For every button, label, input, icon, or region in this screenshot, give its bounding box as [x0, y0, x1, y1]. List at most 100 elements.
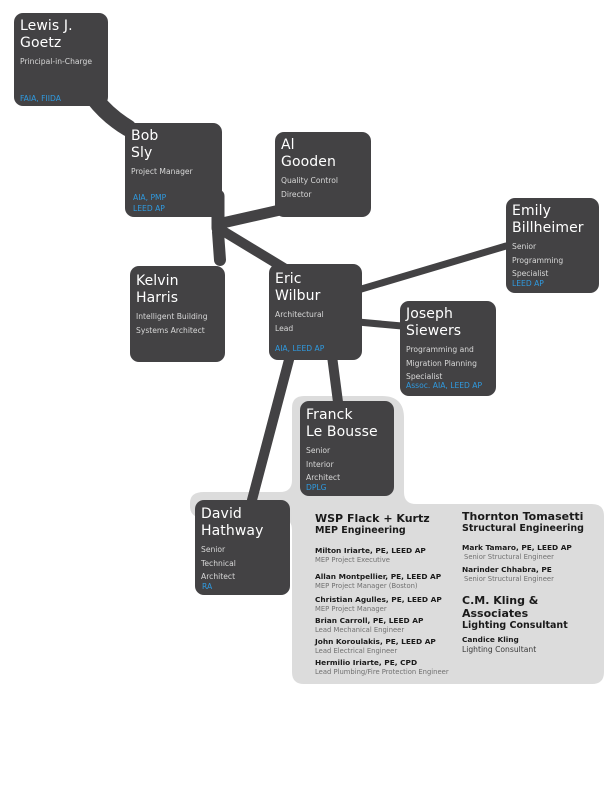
person-name: David: [201, 506, 242, 522]
firm-thornton-tomasetti: Thornton Tomasetti Structural Engineerin…: [462, 510, 600, 584]
person-credentials: LEED AP: [133, 204, 165, 213]
person-name: Billheimer: [512, 220, 584, 236]
member-entry: Milton Iriarte, PE, LEED AP MEP Project …: [315, 546, 460, 565]
person-name: Bob: [131, 128, 159, 144]
member-role: Lead Mechanical Engineer: [315, 626, 405, 634]
card-kelvin-harris: Kelvin Harris Intelligent Building Syste…: [130, 266, 225, 362]
person-role: Programming and: [406, 345, 474, 354]
person-credentials: FAIA, FIIDA: [20, 94, 61, 103]
person-name: Lewis J.: [20, 18, 73, 34]
member-name: John Koroulakis, PE, LEED AP: [315, 637, 436, 646]
connector-wilbur-lebousse: [327, 351, 343, 407]
member-name: Candice Kling: [462, 635, 519, 644]
firm-name: WSP Flack + Kurtz: [315, 512, 430, 525]
firm-specialty: MEP Engineering: [315, 525, 406, 536]
person-credentials: LEED AP: [512, 279, 544, 288]
person-name: Wilbur: [275, 288, 321, 304]
person-role: Systems Architect: [136, 325, 205, 335]
card-lewis-goetz: Lewis J. Goetz Principal-in-Charge FAIA,…: [14, 13, 108, 106]
firm-wsp-flack-kurtz: WSP Flack + Kurtz MEP Engineering Milton…: [315, 512, 460, 677]
member-entry: Allan Montpellier, PE, LEED AP MEP Proje…: [315, 572, 460, 591]
person-name: Emily: [512, 203, 552, 219]
person-name: Goetz: [20, 35, 62, 51]
person-credentials: RA: [202, 582, 213, 591]
connector-hub-gooden: [212, 204, 286, 230]
person-role: Architect: [306, 473, 341, 482]
person-role: Quality Control: [281, 176, 338, 185]
member-role: MEP Project Executive: [315, 556, 390, 564]
person-role: Architectural: [275, 310, 324, 319]
person-role: Principal-in-Charge: [20, 57, 93, 66]
person-role: Architect: [201, 572, 236, 581]
member-entry: Candice Kling Lighting Consultant: [462, 635, 602, 654]
firm-specialty: Lighting Consultant: [462, 620, 568, 631]
person-role: Director: [281, 189, 312, 199]
consultant-panel: [190, 396, 604, 684]
member-name: Hermilio Iriarte, PE, CPD: [315, 658, 418, 667]
connector-wilbur-siewers: [354, 318, 406, 330]
card-david-hathway: David Hathway Senior Technical Architect…: [195, 500, 290, 595]
firm-name: Thornton Tomasetti: [462, 510, 584, 523]
firm-cm-kling: C.M. Kling & Associates Lighting Consult…: [462, 594, 602, 654]
card-joseph-siewers: Joseph Siewers Programming and Migration…: [400, 301, 496, 396]
person-name: Le Bousse: [306, 424, 378, 440]
person-role: Intelligent Building: [136, 312, 208, 321]
member-role: Senior Structural Engineer: [464, 553, 554, 561]
member-entry: Christian Agulles, PE, LEED AP MEP Proje…: [315, 595, 460, 614]
person-role: Interior: [306, 459, 334, 469]
person-role: Programming: [512, 255, 564, 265]
card-al-gooden: Al Gooden Quality Control Director: [275, 132, 371, 217]
card-eric-wilbur: Eric Wilbur Architectural Lead AIA, LEED…: [269, 264, 362, 360]
member-name: Brian Carroll, PE, LEED AP: [315, 616, 424, 625]
person-name: Al: [281, 137, 295, 153]
person-name: Siewers: [406, 323, 462, 339]
connector-wilbur-hathway: [247, 351, 295, 505]
person-name: Gooden: [281, 154, 336, 170]
member-entry: John Koroulakis, PE, LEED AP Lead Electr…: [315, 637, 460, 656]
member-role: MEP Project Manager: [315, 605, 387, 613]
person-name: Eric: [275, 271, 302, 287]
person-role: Project Manager: [131, 167, 193, 176]
member-role: Lead Electrical Engineer: [315, 647, 398, 655]
person-name: Hathway: [201, 523, 264, 539]
member-name: Mark Tamaro, PE, LEED AP: [462, 543, 572, 552]
member-entry: Brian Carroll, PE, LEED AP Lead Mechanic…: [315, 616, 460, 635]
person-role: Technical: [201, 558, 236, 568]
person-role: Migration Planning: [406, 358, 477, 368]
connector-hub-harris: [212, 226, 226, 266]
person-role: Senior: [512, 242, 537, 251]
person-name: Joseph: [406, 306, 453, 322]
member-entry: Narinder Chhabra, PE Senior Structural E…: [462, 565, 600, 584]
member-name: Allan Montpellier, PE, LEED AP: [315, 572, 442, 581]
card-emily-billheimer: Emily Billheimer Senior Programming Spec…: [506, 198, 599, 293]
person-name: Franck: [306, 407, 353, 423]
person-role: Senior: [201, 545, 226, 554]
person-role: Specialist: [406, 372, 443, 381]
member-role: Senior Structural Engineer: [464, 575, 554, 583]
member-name: Narinder Chhabra, PE: [462, 565, 552, 574]
person-name: Kelvin: [136, 273, 179, 289]
member-role: Lighting Consultant: [462, 645, 537, 654]
member-entry: Hermilio Iriarte, PE, CPD Lead Plumbing/…: [315, 658, 460, 677]
member-role: Lead Plumbing/Fire Protection Engineer: [315, 668, 449, 676]
card-franck-le-bousse: Franck Le Bousse Senior Interior Archite…: [300, 401, 394, 496]
member-name: Milton Iriarte, PE, LEED AP: [315, 546, 426, 555]
person-credentials: AIA, LEED AP: [275, 344, 325, 353]
firm-name: C.M. Kling & Associates: [462, 594, 539, 620]
person-name: Harris: [136, 290, 179, 306]
person-credentials: AIA, PMP: [133, 193, 167, 202]
connector-hub-wilbur: [213, 223, 289, 273]
person-role: Senior: [306, 446, 331, 455]
person-role: Specialist: [512, 269, 549, 278]
person-credentials: DPLG: [306, 483, 327, 492]
person-name: Sly: [131, 145, 153, 161]
person-role: Lead: [275, 323, 294, 333]
connector-wilbur-billheimer: [354, 242, 510, 294]
member-role: MEP Project Manager (Boston): [315, 582, 418, 590]
member-name: Christian Agulles, PE, LEED AP: [315, 595, 442, 604]
firm-specialty: Structural Engineering: [462, 523, 584, 534]
card-bob-sly: Bob Sly Project Manager AIA, PMP LEED AP: [125, 123, 222, 217]
member-entry: Mark Tamaro, PE, LEED AP Senior Structur…: [462, 543, 600, 562]
person-credentials: Assoc. AIA, LEED AP: [406, 381, 483, 390]
